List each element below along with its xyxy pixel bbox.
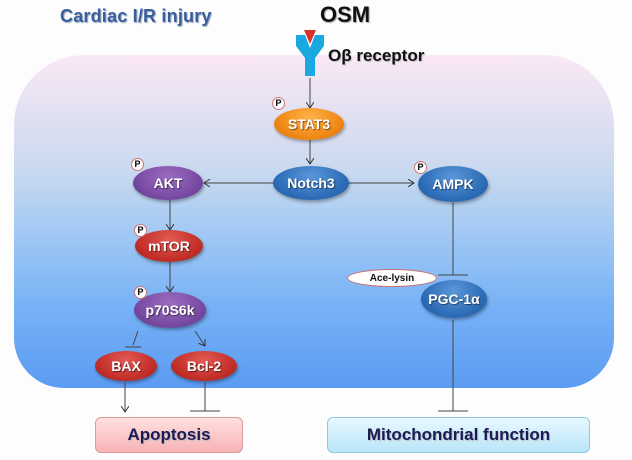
node-ampk[interactable]: AMPK xyxy=(418,166,488,202)
node-pgc1a[interactable]: PGC-1α xyxy=(421,280,487,318)
node-acelysin[interactable]: Ace-lysin xyxy=(347,269,437,287)
node-akt[interactable]: AKT xyxy=(133,166,203,200)
receptor-label: Oβ receptor xyxy=(328,46,425,65)
outcome-apoptosis-label: Apoptosis xyxy=(127,425,211,444)
diagram-title: Cardiac I/R injury xyxy=(60,6,212,26)
node-bcl2-label: Bcl-2 xyxy=(186,358,222,374)
node-p70s6k-label: p70S6k xyxy=(145,302,195,318)
outcome-apoptosis[interactable]: Apoptosis xyxy=(95,417,243,453)
osm-ligand-label: OSM xyxy=(320,2,371,27)
receptor-icon xyxy=(296,35,324,76)
outcome-mitochondrial-function-label: Mitochondrial function xyxy=(366,425,551,444)
phospho-badge-p70s6k: P xyxy=(134,286,147,299)
edge-p70s6k-bcl2 xyxy=(194,330,205,346)
node-akt-label: AKT xyxy=(153,175,183,191)
node-pgc1a-label: PGC-1α xyxy=(428,291,480,307)
node-bax-label: BAX xyxy=(111,358,141,374)
node-stat3-label: STAT3 xyxy=(287,116,331,132)
node-stat3[interactable]: STAT3 xyxy=(274,108,344,140)
edge-p70s6k-bax xyxy=(132,330,139,346)
node-mtor[interactable]: mTOR xyxy=(135,230,203,262)
node-notch3-label: Notch3 xyxy=(287,175,335,191)
osm-ligand-icon xyxy=(304,30,316,44)
outcome-mitochondrial-function[interactable]: Mitochondrial function xyxy=(327,417,590,453)
node-notch3[interactable]: Notch3 xyxy=(273,166,349,200)
node-mtor-label: mTOR xyxy=(148,238,190,254)
node-bcl2[interactable]: Bcl-2 xyxy=(171,351,237,381)
phospho-badge-mtor: P xyxy=(134,224,147,237)
phospho-badge-akt: P xyxy=(131,158,144,171)
phospho-badge-stat3: P xyxy=(272,97,285,110)
node-p70s6k[interactable]: p70S6k xyxy=(134,292,206,328)
node-acelysin-label: Ace-lysin xyxy=(369,272,415,284)
node-ampk-label: AMPK xyxy=(432,176,474,192)
phospho-badge-ampk: P xyxy=(414,161,427,174)
node-bax[interactable]: BAX xyxy=(95,351,157,381)
